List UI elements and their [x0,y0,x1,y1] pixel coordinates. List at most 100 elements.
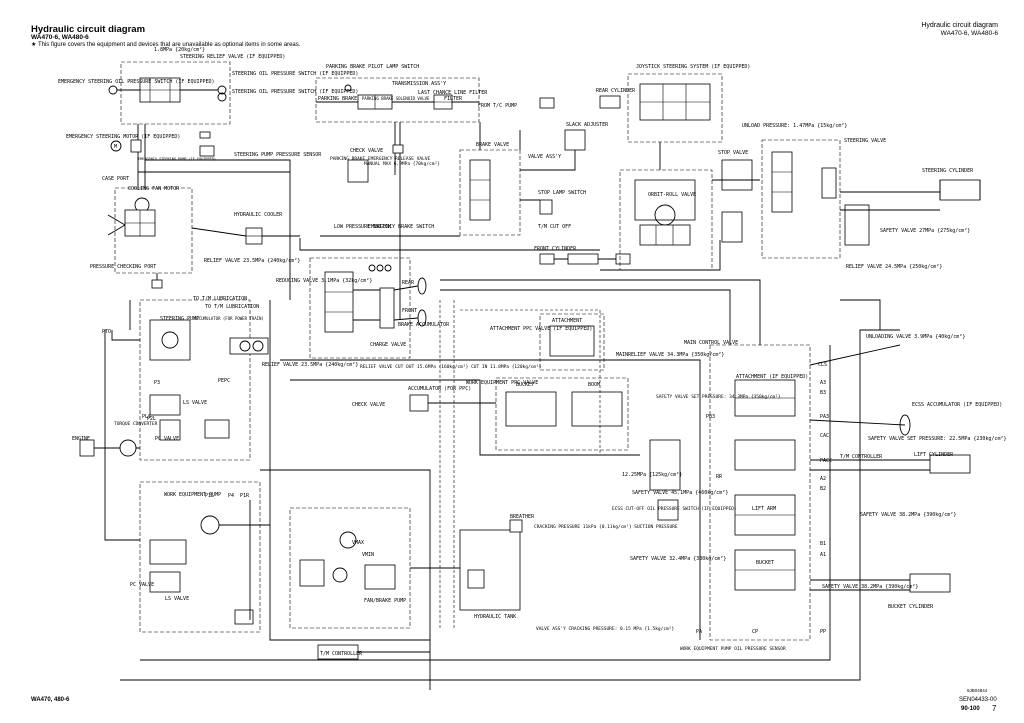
steering-valve-group [761,139,981,259]
label-valve-assy: VALVE ASS'Y [528,154,561,160]
label-pto: PTO [102,329,111,335]
port-pepc: PEPC [218,378,230,384]
label-torque-converter: TORQUE CONVERTER [114,421,158,427]
label-relief-valve-r: RELIEF VALVE 23.5MPa {240kg/cm²} [262,362,358,368]
port-a3: A3 [820,380,826,386]
label-safety-valve-38-a: SAFETY VALVE 38.2MPa {390kg/cm²} [860,512,956,518]
label-pressure-checking-port: PRESSURE CHECKING PORT [90,264,156,270]
label-lift-cylinder: LIFT CYLINDER [914,452,954,458]
port-pls: PLS [142,414,151,420]
label-steering-valve: STEERING VALVE [844,138,886,144]
port-cac: CAC [820,433,829,439]
label-check-valve-ppc: CHECK VALVE [352,402,385,408]
label-emergency-brake-switch: EMERGENCY BRAKE SWITCH [368,224,434,230]
port-b3: B3 [820,390,826,396]
port-pp: PP [820,629,826,635]
port-pa: PA [696,629,702,635]
label-parking-brake-emergency-release-valve: PARKING BRAKE EMERGENCY RELEASE VALVE [330,156,431,162]
label-engine: ENGINE [72,436,90,442]
label-manual-max: MANUAL MAX 6.9MPa {70kg/cm²} [364,161,440,167]
page-title: Hydraulic circuit diagram [31,24,146,35]
footer-model: WA470, 480-6 [31,697,70,703]
steering-pump-group [79,299,269,541]
label-pc-valve: PC VALVE [155,436,179,442]
piping-network [120,122,900,690]
label-safety-valve-set-pressure-1: SAFETY VALVE SET PRESSURE: 34.3MPa {350k… [656,394,781,400]
label-safety-valve-set-pressure-2: SAFETY VALVE SET PRESSURE: 22.5MPa {230k… [868,436,1006,442]
label-safety-valve-38-b: SAFETY VALVE 38.2MPa {390kg/cm²} [822,584,918,590]
label-attachment: ATTACHMENT [552,318,582,324]
label-fan-brake-pump: FAN/BRAKE PUMP [364,598,406,604]
label-safety-valve-32: SAFETY VALVE 32.4MPa {330kg/cm²} [630,556,726,562]
label-boom: BOOM [588,382,600,388]
label-vmin: VMIN [362,552,374,558]
label-bucket: BUCKET [516,382,534,388]
label-breather: BREATHER [510,514,535,520]
label-accumulator-power-train: ACCUMULATOR (FOR POWER TRAIN) [194,316,264,321]
label-joystick-steering-system: JOYSTICK STEERING SYSTEM (IF EQUIPPED) [636,64,750,70]
label-to-tm-lubrication-2: TO T/M LUBRICATION [205,304,259,310]
label-rear-cylinder: REAR CYLINDER [596,88,636,94]
port-p3: P3 [154,380,160,386]
port-cls: CLS [818,362,827,368]
label-from-tc-pump: FROM T/C PUMP [478,103,517,109]
label-relief-pressure: 1.8MPa {20kg/cm²} [154,47,205,53]
label-work-equipment-ppc-valve: WORK EQUIPMENT PPC VALVE [466,380,538,386]
running-header-title: Hydraulic circuit diagram [921,22,998,29]
label-steering-oil-pressure-switch-2: STEERING OIL PRESSURE SWITCH (IF EQUIPPE… [232,89,358,95]
label-cooling-fan-motor: COOLING FAN MOTOR [128,186,180,192]
label-relief-valve-cut: RELIEF VALVE CUT OUT 15.6MPa {160kg/cm²}… [360,364,542,370]
label-attachment-ppc-valve: ATTACHMENT PPC VALVE (IF EQUIPPED) [490,326,592,332]
brake-valve-group [459,95,631,265]
label-accumulator-ppc: ACCUMULATOR (FOR PPC) [408,386,471,392]
label-rear: REAR [402,280,415,286]
port-pb3: PB3 [706,414,715,420]
port-cp: CP [752,629,758,635]
label-steering-cylinder: STEERING CYLINDER [922,168,974,174]
joystick-steering-group [619,73,753,271]
label-parking-brake-solenoid-valve: PARKING BRAKE SOLENOID VALVE [362,96,430,101]
footer-page-number: 7 [992,704,997,713]
label-steering-oil-pressure-switch-1: STEERING OIL PRESSURE SWITCH (IF EQUIPPE… [232,71,358,77]
label-to-tm-lubrication-1: TO T/M LUBRICATION [193,296,247,302]
label-unloading-valve: UNLOADING VALVE 3.9MPa {40kg/cm²} [866,334,965,340]
label-bucket-mcv: BUCKET [756,560,774,566]
label-parking-brake-pilot-lamp-switch: PARKING BRAKE PILOT LAMP SWITCH [326,64,419,70]
label-ecss-cut-off-switch: ECSS CUT-OFF OIL PRESSURE SWITCH (IF EQU… [612,506,737,512]
label-ls-valve: LS VALVE [183,400,207,406]
port-b1: B1 [820,541,826,547]
label-bucket-cylinder: BUCKET CYLINDER [888,604,934,610]
emergency-steering-group: M [108,61,291,300]
label-vmax: VMAX [352,540,364,546]
label-lift-arm: LIFT ARM [752,506,776,512]
label-tm-cut-off: T/M CUT OFF [538,224,571,230]
port-rr: RR [716,474,723,480]
label-work-equipment-pump: WORK EQUIPMENT PUMP [164,492,221,498]
label-safety-valve-27: SAFETY VALVE 27MPa {275kg/cm²} [880,228,970,234]
label-emergency-steering-switch: EMERGENCY STEERING OIL PRESSURE SWITCH (… [58,79,215,85]
port-a2: A2 [820,476,826,482]
label-safety-valve-45: SAFETY VALVE 45.1MPa {460kg/cm²} [632,490,728,496]
label-ls-valve-2: LS VALVE [165,596,189,602]
work-equipment-pump-group [139,481,270,633]
label-case-port: CASE PORT [102,176,129,182]
label-relief-valve-24: RELIEF VALVE 24.5MPa {250kg/cm²} [846,264,942,270]
main-control-valve-group [649,344,971,641]
label-tm-controller-2: T/M CONTROLLER [320,651,363,657]
label-main-control-valve: MAIN CONTROL VALVE [684,340,738,346]
label-stop-valve: STOP VALVE [718,150,748,156]
label-valve-assy-tank: VALVE ASS'Y CRACKING PRESSURE: 0.15 MPa … [536,626,674,632]
parking-brake-group [315,77,480,320]
label-we-pump-oil-pressure-sensor: WORK EQUIPMENT PUMP OIL PRESSURE SENSOR [680,646,786,652]
running-header-models: WA470-6, WA480-6 [940,30,998,37]
model-subtitle: WA470-6, WA480-6 [31,34,89,41]
port-b2: B2 [820,486,826,492]
label-cracking-pressure: CRACKING PRESSURE 11kPa {0.11kg/cm²} SUC… [534,524,678,530]
footer-doc-number: SEN04433-00 [959,697,997,703]
footer-section: 90-100 [961,706,980,712]
label-check-valve: CHECK VALVE [350,148,383,154]
label-emergency-steering-pump: EMERGENCY STEERING PUMP (IF EQUIPPED) [138,157,216,161]
label-last-chance-line-filter: LAST CHANCE LINE FILTER [418,90,488,96]
label-steering-pump: STEERING PUMP [160,316,199,322]
